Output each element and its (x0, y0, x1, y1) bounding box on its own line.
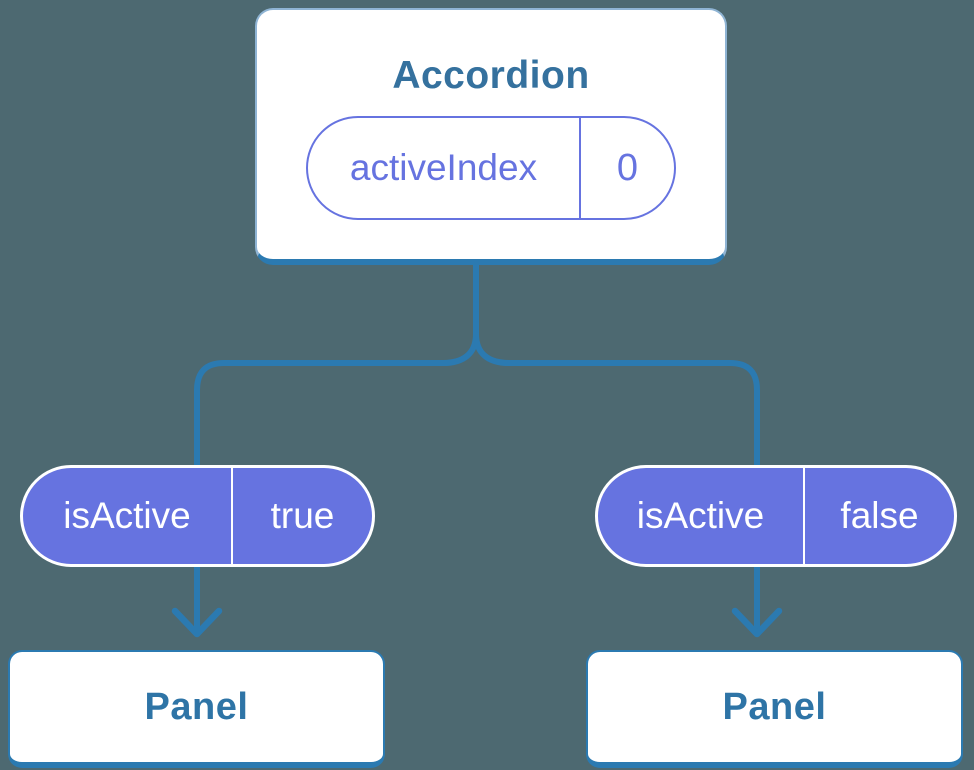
prop-name-label: activeIndex (349, 147, 538, 188)
connector-branch-right (473, 333, 760, 630)
prop-name-label: isActive (636, 495, 765, 536)
arrow-down-icon (731, 607, 783, 638)
connector-branch-left (194, 333, 479, 630)
active-index-prop-pill: activeIndex 0 (306, 116, 676, 220)
is-active-pill-right: isActive false (595, 465, 957, 567)
panel-node-title: Panel (722, 685, 827, 728)
accordion-node-title: Accordion (392, 54, 590, 97)
panel-node-left: Panel (8, 650, 385, 768)
prop-value-label: false (803, 468, 954, 564)
prop-value-label: 0 (579, 118, 674, 218)
panel-node-right: Panel (586, 650, 963, 768)
is-active-pill-left: isActive true (20, 465, 375, 567)
accordion-node: Accordion activeIndex 0 (255, 8, 727, 265)
panel-node-title: Panel (144, 685, 249, 728)
arrow-down-icon (171, 607, 223, 638)
prop-name-label: isActive (63, 495, 191, 536)
prop-value-label: true (231, 468, 372, 564)
